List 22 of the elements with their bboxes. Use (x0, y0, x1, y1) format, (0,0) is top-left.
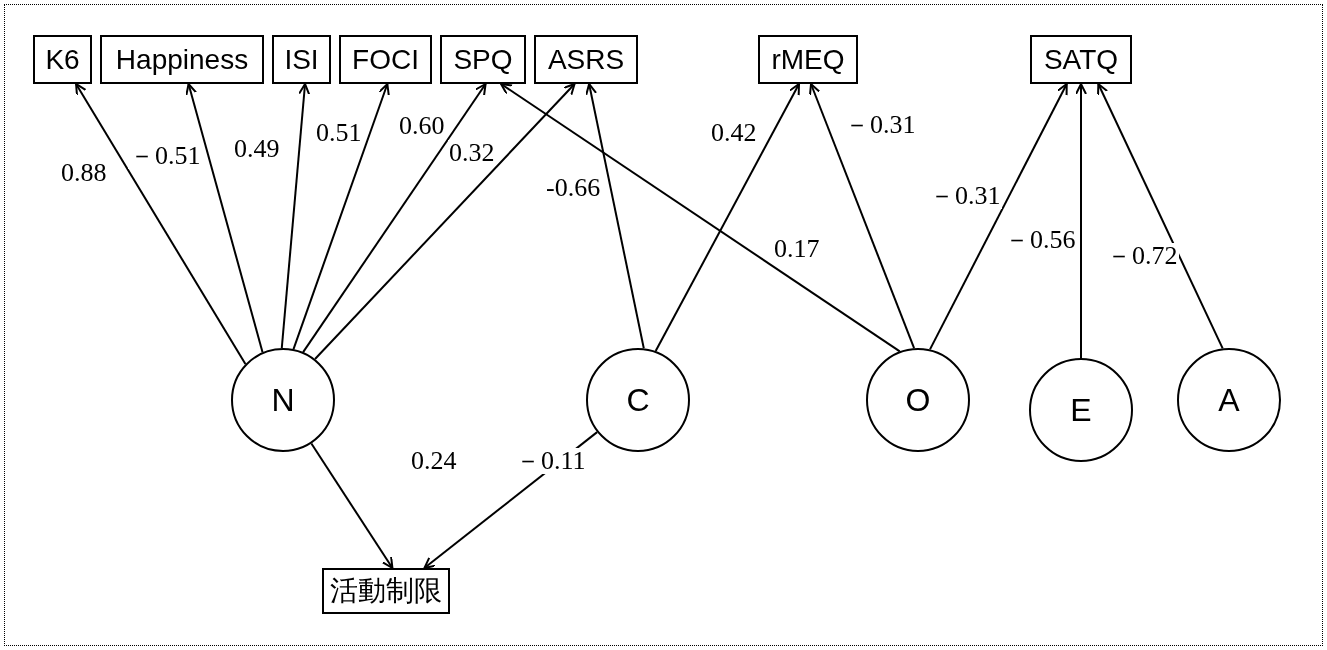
variable-box: SPQ (440, 35, 526, 84)
arrow (310, 442, 394, 569)
arrow (1097, 83, 1224, 350)
arrow (809, 83, 916, 350)
variable-box: K6 (33, 35, 92, 84)
arrow (75, 83, 247, 366)
variable-box: 活動制限 (322, 568, 450, 614)
arrow (280, 83, 311, 349)
arrow (585, 83, 645, 350)
variable-box: ISI (272, 35, 331, 84)
edge-label: 0.32 (448, 140, 496, 166)
variable-box: Happiness (100, 35, 264, 84)
variable-box: SATQ (1030, 35, 1132, 84)
variable-box: rMEQ (758, 35, 858, 84)
arrow (314, 83, 576, 361)
variable-box: ASRS (534, 35, 638, 84)
arrow (1075, 83, 1087, 359)
variable-box: FOCI (339, 35, 432, 84)
arrow (929, 83, 1068, 351)
arrow (292, 83, 390, 351)
arrow (185, 83, 264, 354)
arrow (302, 83, 487, 354)
